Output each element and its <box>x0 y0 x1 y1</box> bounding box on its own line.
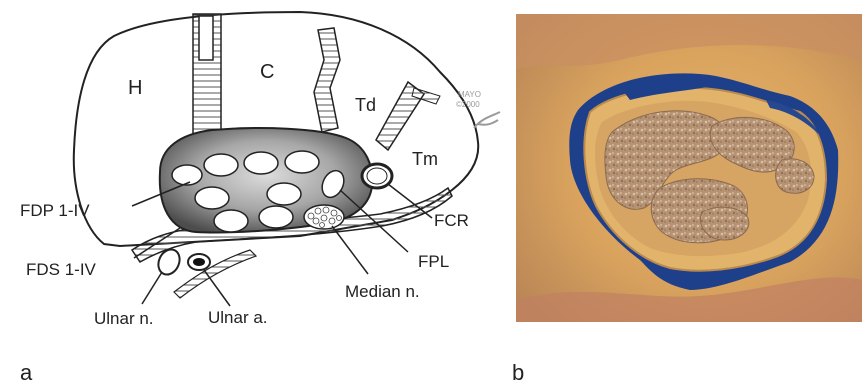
median-nerve <box>304 205 344 229</box>
tendon <box>195 187 229 209</box>
cadaver-photo <box>516 14 862 322</box>
panel-letter-a: a <box>20 360 32 386</box>
svg-text:©2000: ©2000 <box>456 100 480 109</box>
tendon <box>259 206 293 228</box>
label-tm: Tm <box>412 149 438 169</box>
label-median-n: Median n. <box>345 282 420 301</box>
label-ulnar-n: Ulnar n. <box>94 309 154 328</box>
label-fds: FDS 1-IV <box>26 260 97 279</box>
tendon <box>244 152 278 174</box>
tendon <box>204 154 238 176</box>
label-h: H <box>128 77 142 99</box>
tendon <box>214 210 248 232</box>
panel-letter-b: b <box>512 360 524 386</box>
label-ulnar-a: Ulnar a. <box>208 308 268 327</box>
svg-text:MAYO: MAYO <box>458 90 481 99</box>
tendon <box>172 165 202 185</box>
carpal-tunnel-drawing: H C Td Tm FDP 1-IV FDS 1-IV Ulnar n. Uln… <box>20 12 500 328</box>
tendon <box>285 151 319 173</box>
label-fdp: FDP 1-IV <box>20 201 90 220</box>
label-fpl: FPL <box>418 252 449 271</box>
tendon <box>267 183 301 205</box>
label-fcr: FCR <box>434 211 469 230</box>
label-td: Td <box>355 95 376 115</box>
label-c: C <box>260 61 274 83</box>
